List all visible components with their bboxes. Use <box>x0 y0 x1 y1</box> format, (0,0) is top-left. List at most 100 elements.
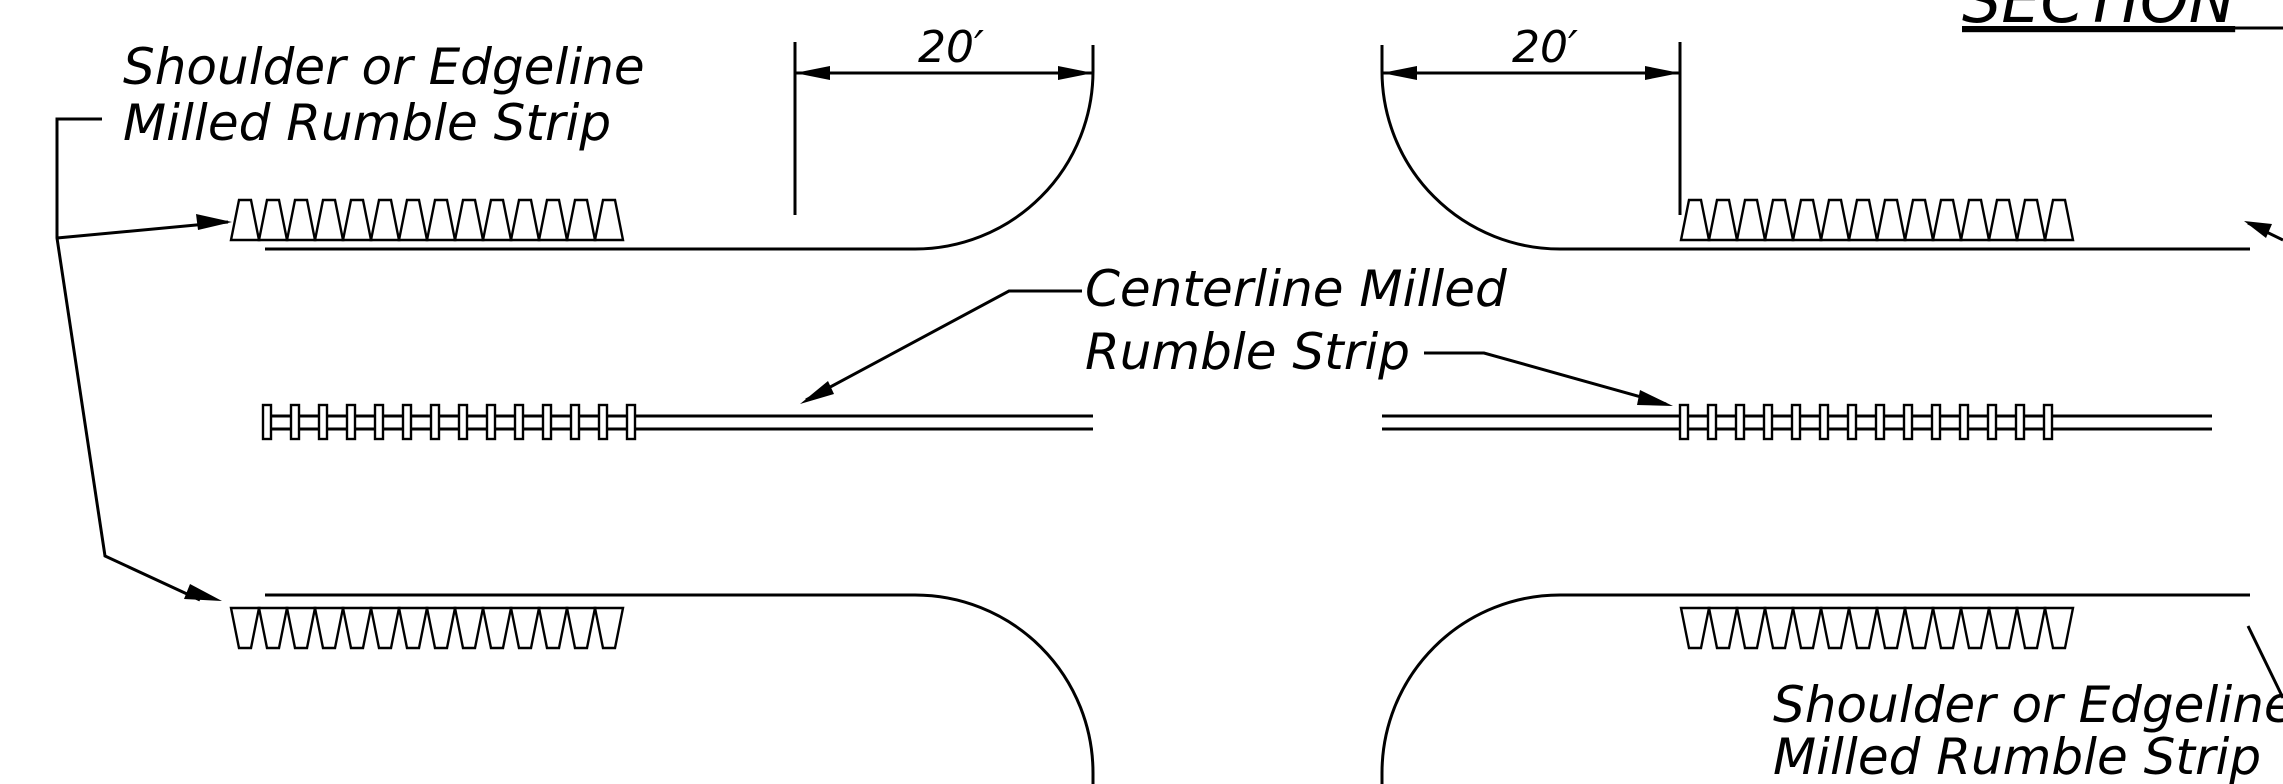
rumble-strip-mark <box>313 606 345 650</box>
rumble-strip-mark <box>257 606 289 650</box>
section-title: SECTION <box>1962 0 2235 37</box>
centerline-rumble-mark <box>485 403 497 441</box>
rumble-strip-mark <box>1959 606 1991 650</box>
rumble-strip-mark <box>1735 198 1767 242</box>
label-shoulder-top-left-line2: Milled Rumble Strip <box>123 94 611 152</box>
centerline-rumble-mark <box>1678 403 1690 441</box>
rumble-strip-mark <box>229 198 261 242</box>
centerline-rumble-mark <box>261 403 273 441</box>
rumble-strip-mark <box>397 606 429 650</box>
rumble-strip-mark <box>1679 606 1711 650</box>
centerline-rumble-mark <box>317 403 329 441</box>
right-top-edge-line <box>1380 45 2250 251</box>
rumble-strip-mark <box>565 198 597 242</box>
centerline-rumble-mark <box>1706 403 1718 441</box>
shoulder-rumble-strip-top-right <box>1679 198 2075 242</box>
rumble-strip-mark <box>1791 198 1823 242</box>
rumble-strip-mark <box>537 606 569 650</box>
centerline-rumble-mark <box>429 403 441 441</box>
centerline-rumble-mark <box>569 403 581 441</box>
centerline-rumble-mark <box>541 403 553 441</box>
rumble-strip-mark <box>1987 606 2019 650</box>
left-top-edge-line <box>265 45 1095 251</box>
centerline-rumble-mark <box>345 403 357 441</box>
label-shoulder-bottom-right: Shoulder or Edgeline Milled Rumble Strip <box>1773 676 2283 784</box>
rumble-strip-mark <box>481 606 513 650</box>
shoulder-rumble-strip-top-left <box>229 198 625 242</box>
centerline-rumble-mark <box>1902 403 1914 441</box>
rumble-strip-mark <box>509 606 541 650</box>
centerline-rumble-mark <box>597 403 609 441</box>
rumble-strip-mark <box>1931 606 1963 650</box>
rumble-strip-mark <box>593 606 625 650</box>
rumble-strip-mark <box>537 198 569 242</box>
rumble-strip-mark <box>2015 198 2047 242</box>
shoulder-rumble-strip-bottom-right <box>1679 606 2075 650</box>
centerline-rumble-mark <box>1958 403 1970 441</box>
rumble-strip-mark <box>285 606 317 650</box>
rumble-strip-mark <box>2043 198 2075 242</box>
label-shoulder-bottom-right-line2: Milled Rumble Strip <box>1773 728 2261 784</box>
rumble-strip-mark <box>369 198 401 242</box>
rumble-strip-mark <box>509 198 541 242</box>
rumble-strip-mark <box>1903 606 1935 650</box>
dimension-right-20ft: 20′ <box>1382 22 1682 215</box>
centerline-rumble-strip-left <box>261 403 637 441</box>
rumble-strip-mark <box>425 198 457 242</box>
rumble-strip-mark <box>1679 198 1711 242</box>
dimension-left-label: 20′ <box>918 22 984 73</box>
centerline-rumble-mark <box>1818 403 1830 441</box>
rumble-strip-mark <box>313 198 345 242</box>
rumble-strip-mark <box>1903 198 1935 242</box>
label-shoulder-bottom-right-line1: Shoulder or Edgeline <box>1773 676 2283 734</box>
rumble-strip-mark <box>341 198 373 242</box>
rumble-strip-mark <box>397 198 429 242</box>
rumble-strip-mark <box>1875 198 1907 242</box>
rumble-strip-mark <box>1847 606 1879 650</box>
centerline-rumble-mark <box>1790 403 1802 441</box>
right-bottom-edge-line <box>1380 593 2250 784</box>
rumble-strip-mark <box>593 198 625 242</box>
rumble-strip-mark <box>257 198 289 242</box>
centerline-rumble-strip-right <box>1678 403 2054 441</box>
centerline-rumble-mark <box>373 403 385 441</box>
label-shoulder-top-left-line1: Shoulder or Edgeline <box>123 38 645 96</box>
centerline-rumble-mark <box>625 403 637 441</box>
centerline-rumble-mark <box>2014 403 2026 441</box>
rumble-strip-mark <box>1791 606 1823 650</box>
rumble-strip-mark <box>1819 198 1851 242</box>
left-bottom-edge-line <box>265 593 1095 784</box>
rumble-strip-mark <box>1875 606 1907 650</box>
centerline-rumble-mark <box>401 403 413 441</box>
centerline-rumble-mark <box>1986 403 1998 441</box>
rumble-strip-mark <box>229 606 261 650</box>
centerline-rumble-mark <box>2042 403 2054 441</box>
centerline-rumble-mark <box>289 403 301 441</box>
leader-shoulder-left <box>55 117 232 602</box>
rumble-strip-mark <box>481 198 513 242</box>
leader-centerline <box>800 289 1673 406</box>
leader-shoulder-right <box>2244 221 2283 699</box>
rumble-strip-mark <box>1763 198 1795 242</box>
centerline-rumble-mark <box>1874 403 1886 441</box>
rumble-strip-mark <box>1959 198 1991 242</box>
centerline-rumble-mark <box>1734 403 1746 441</box>
label-centerline-line2: Rumble Strip <box>1085 323 1410 381</box>
rumble-strip-mark <box>1707 606 1739 650</box>
rumble-strip-mark <box>1763 606 1795 650</box>
rumble-strip-mark <box>453 606 485 650</box>
label-shoulder-top-left: Shoulder or Edgeline Milled Rumble Strip <box>123 38 661 152</box>
rumble-strip-mark <box>453 198 485 242</box>
rumble-strip-mark <box>1735 606 1767 650</box>
rumble-strip-mark <box>2015 606 2047 650</box>
dimension-left-20ft: 20′ <box>793 22 1093 215</box>
centerline-rumble-mark <box>1762 403 1774 441</box>
rumble-strip-mark <box>1931 198 1963 242</box>
label-centerline: Centerline Milled Rumble Strip <box>1085 260 1523 381</box>
centerline-rumble-mark <box>513 403 525 441</box>
rumble-strip-mark <box>1819 606 1851 650</box>
centerline-rumble-mark <box>457 403 469 441</box>
rumble-strip-mark <box>1707 198 1739 242</box>
rumble-strip-mark <box>369 606 401 650</box>
